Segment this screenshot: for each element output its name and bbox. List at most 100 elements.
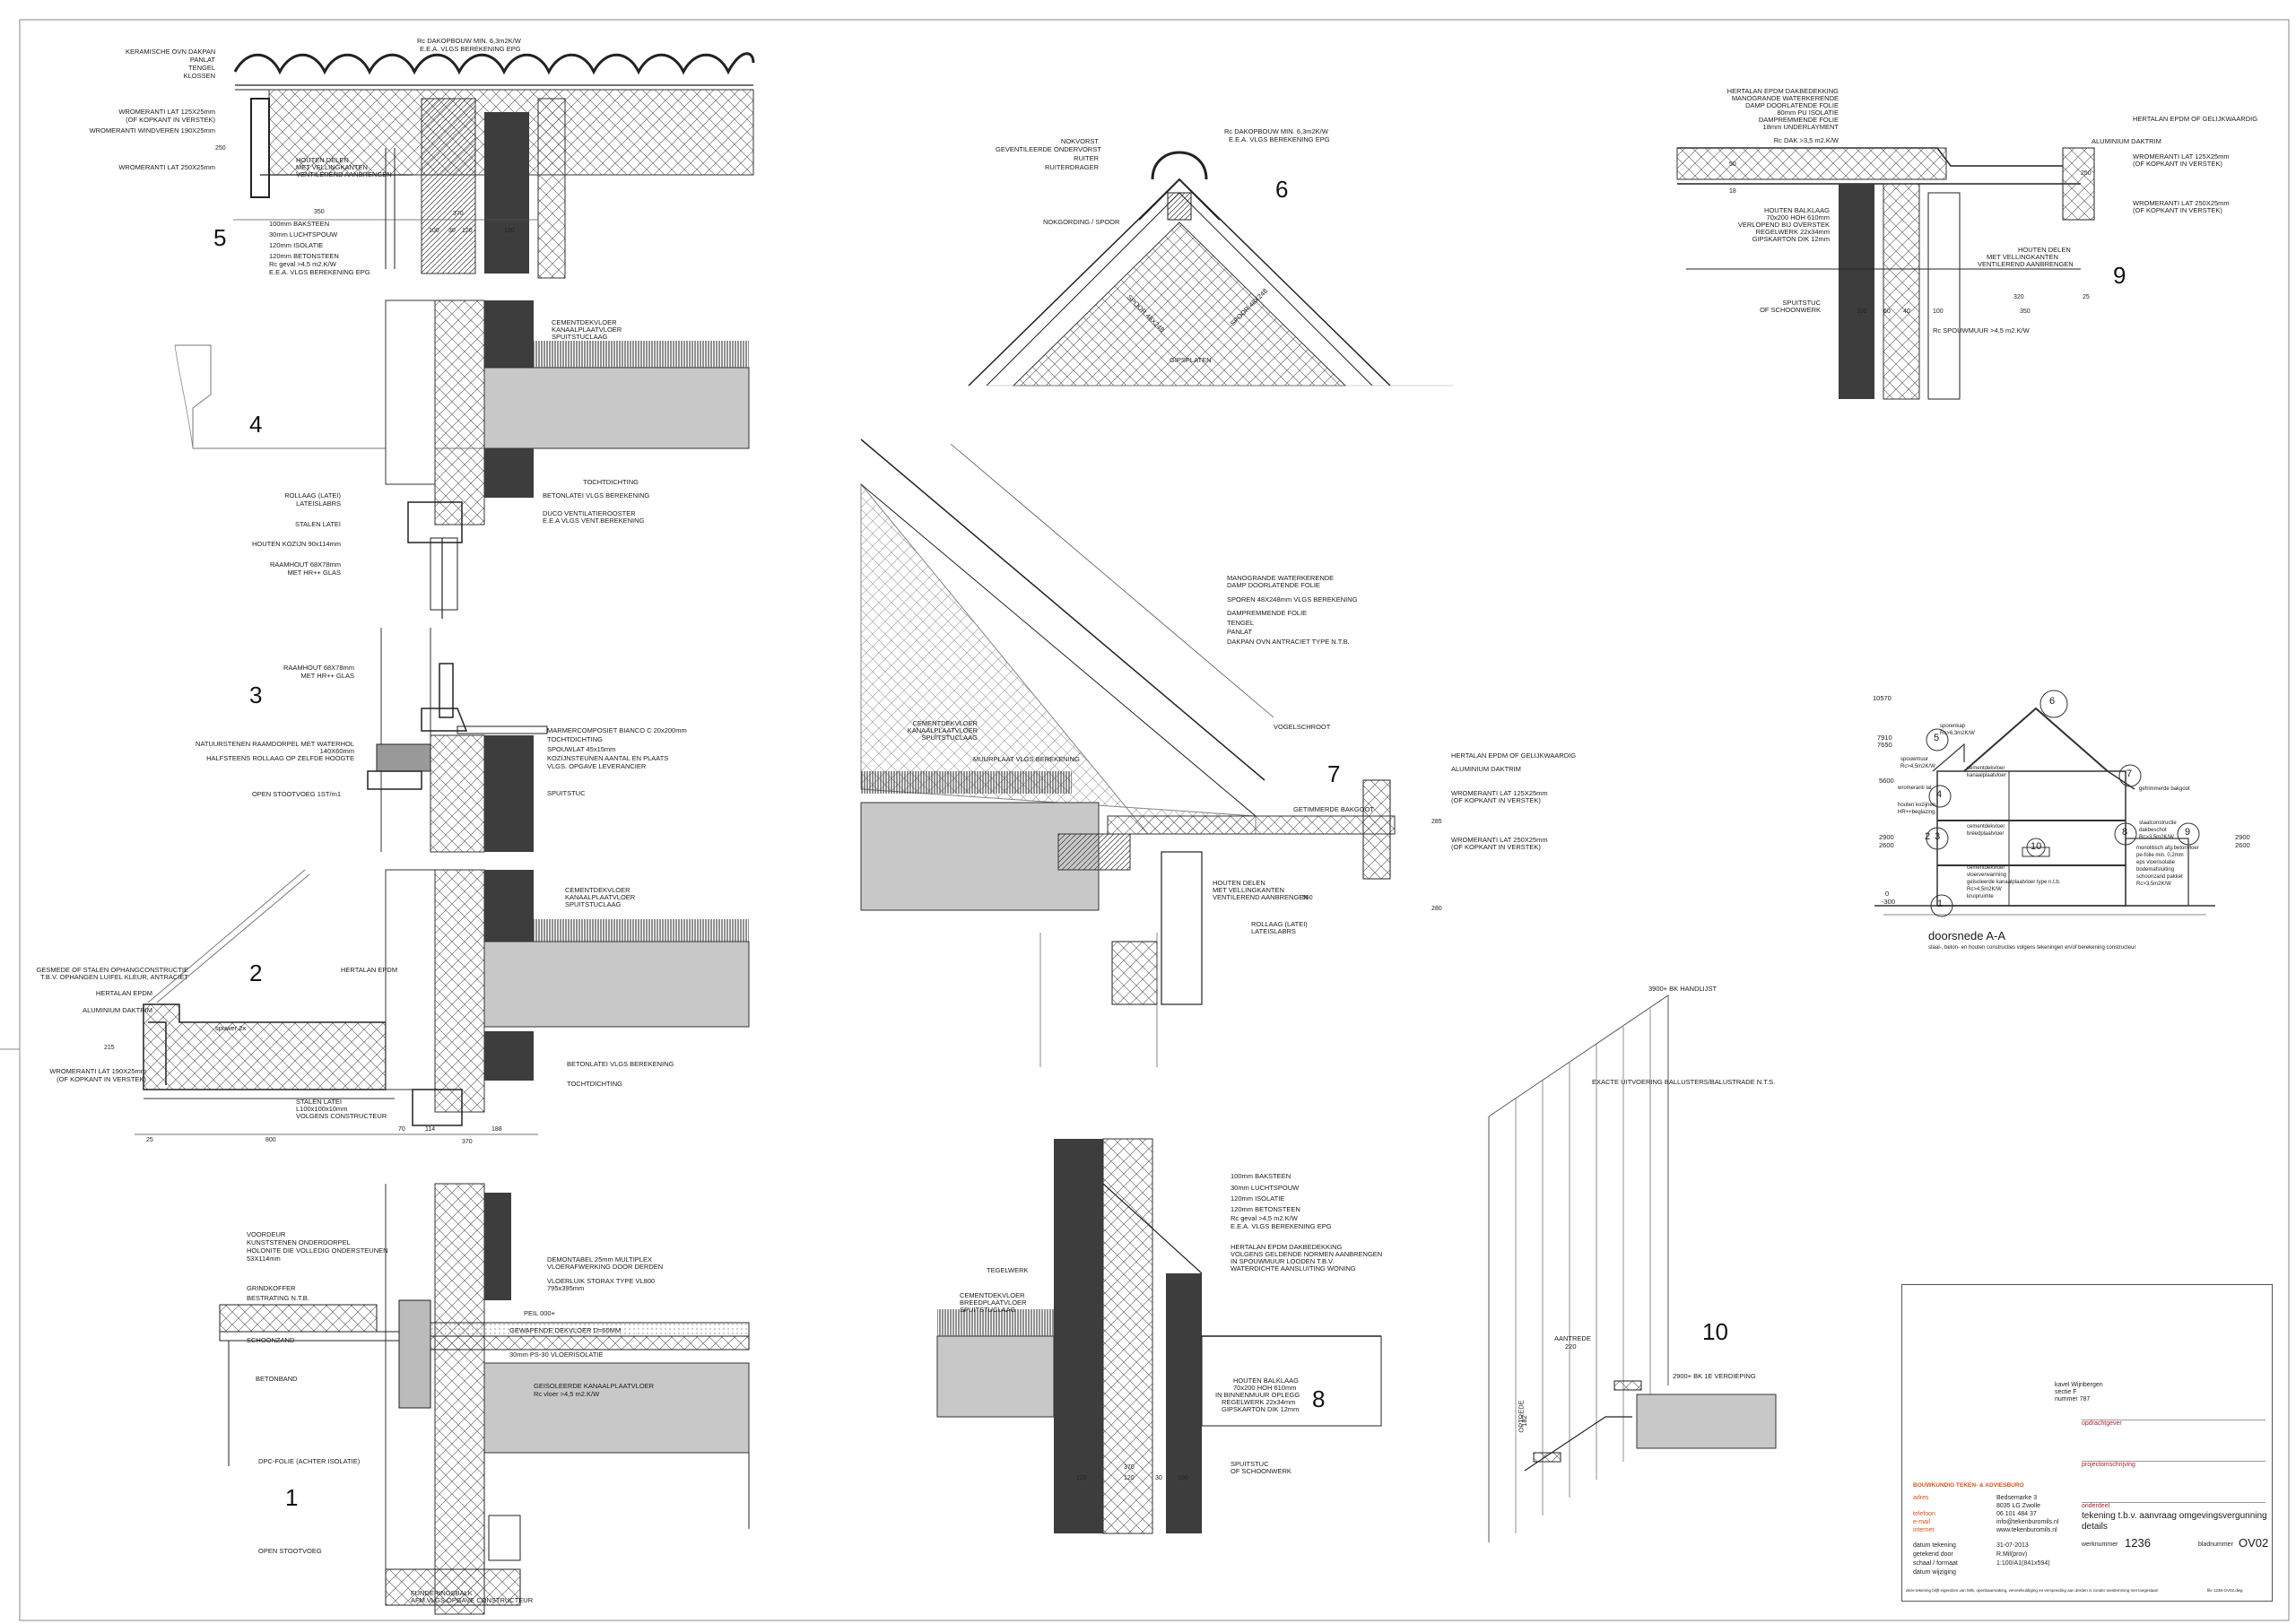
section-note-3: spouwmuur [1900,757,1929,762]
d9-houten-3: VENTILEREND AANBRENGEN [1978,260,2074,268]
contact-label-3: telefoon [1913,1511,1935,1517]
section-note-17: vloerverwarming [1967,873,2007,878]
d7-lbl-4: DAMPREMMENDE FOLIE [1227,609,1308,617]
d8-right-9: IN SPOUWMUUR LOODEN T.B.V. [1231,1257,1335,1265]
detail-5-drawing [233,52,755,279]
d5-wall-6: E.E.A. VLGS BEREKENING EPG [269,268,370,276]
section-marker-6: 6 [2049,696,2056,707]
d6-left-4: RUITERDRAGER [1044,163,1099,171]
d8-balk-1: HOUTEN BALKLAAG [1233,1376,1299,1385]
d9-dim-100a: 100 [1857,308,1867,315]
section-marker-4: 4 [1936,789,1943,800]
d2-left-5: WROMERANTI LAT 190X25mm [49,1067,146,1075]
d8-spuit-2: OF SCHOONWERK [1231,1467,1292,1475]
contact-value-3: 06 101 484 37 [1996,1511,2037,1517]
d1-left-1: VOORDEUR [247,1230,286,1238]
d5-wall-3: 120mm ISOLATIE [269,241,324,249]
info-label-4: datum wijziging [1913,1569,1956,1576]
d1-right-10: FUNDERINGSBALK [411,1589,473,1597]
d9-dim-25: 25 [2083,294,2090,300]
d5-wiro-4: WROMERANTI LAT 250X25mm [118,163,215,171]
detail-number-6: 6 [1275,176,1289,203]
info-label-1: datum tekening [1913,1542,1956,1549]
info-label-2: getekend door [1913,1551,1953,1558]
d5-wiro-2: (OF KOPKANT IN VERSTEK) [126,116,215,124]
d9-rc: Rc DAK >3,5 m2.K/W [1773,136,1839,144]
d5-dim-250: 250 [215,145,226,152]
d1-left-9: DPC-FOLIE (ACHTER ISOLATIE) [258,1457,361,1465]
d10-aantrede: AANTREDE [1554,1334,1591,1342]
section-level-6: 2600 [1879,841,1894,849]
d5-wiro-3: WROMERANTI WINDVEREN 190X25mm [89,126,215,135]
section-note-1: sporenkap [1940,724,1966,729]
detail-number-1: 1 [285,1484,299,1511]
d5-top-1: Rc DAKOPBOUW MIN. 6,3m2K/W [417,37,521,45]
section-note-25: pe-folie min. 0,2mm [2136,853,2184,858]
section-note-15: Rc>3,5m2K/W [2139,835,2174,840]
d10-aantrede-val: 220 [1565,1342,1577,1350]
d2-right-5: BETONLATEI VLGS BEREKENING [567,1060,674,1068]
d7-dim-285: 285 [1431,819,1442,825]
d3-right-1: MARMERCOMPOSIET BIANCO C 20x200mm [547,726,687,734]
d8-spuit-1: SPUITSTUC [1231,1460,1269,1468]
d7-lbl-6: PANLAT [1227,628,1253,636]
field-projectomschrijving: projectomschrijving [2082,1461,2266,1468]
detail-number-7: 7 [1327,760,1341,787]
section-note-10: HR++beglazing [1898,810,1935,815]
d7-right-3: GETIMMERDE BAKGOOT [1293,805,1375,813]
d9-right-2: ALUMINIUM DAKTRIM [2092,137,2161,145]
d3-left-3: NATUURSTENEN RAAMDORPEL MET WATERHOL [196,740,354,748]
d1-right-2: VLOERAFWERKING DOOR DERDEN [547,1263,664,1271]
d6-left-1: NOKVORST [1060,137,1099,145]
d3-left-2: MET HR++ GLAS [300,672,354,680]
section-note-19: Rc>4,5m2K/W [1967,887,2002,892]
section-note-9: houten kozijnen [1898,803,1936,808]
d9-dim-18: 18 [1729,188,1736,195]
section-note-23: schoonzand pakket [2136,874,2183,880]
d8-left-3: BREEDPLAATVLOER [960,1298,1027,1307]
d5-houten-1: HOUTEN DELEN [296,156,349,164]
d10-vloer: 2900+ BK 1E VERDIEPING [1673,1372,1756,1380]
d7-lbl-7: DAKPAN OVN ANTRACIET TYPE N.T.B. [1227,638,1350,646]
section-marker-10: 10 [2031,841,2042,852]
kavel-1: kavel Wijnbergen [2055,1382,2103,1388]
d7-bottom-4: ROLLAAG (LATEI) [1251,920,1308,928]
d4-left-3: STALEN LATEI [295,520,341,528]
d5-houten-2: MET VELLINGKANTEN [296,163,368,171]
d8-right-6: E.E.A. VLGS BEREKENING EPG [1231,1222,1332,1230]
d1-right-7: 30mm PS-30 VLOERISOLATIE [509,1350,604,1359]
contact-label-4: e-mail [1913,1519,1931,1525]
d4-left-6: MET HR++ GLAS [287,569,341,577]
d7-bottom-3: VENTILEREND AANBRENGEN [1213,893,1309,901]
section-note-16: cementdekvloer [1967,865,2005,871]
d3-right-4: KOZIJNSTEUNEN AANTAL EN PLAATS [547,754,669,762]
section-subtitle: staal-, beton- en houten constructies vo… [1928,945,2136,951]
section-note-5: wromeranti lat [1898,786,1932,791]
section-marker-8: 8 [2122,827,2128,838]
section-marker-2: 2 [1925,831,1931,842]
d4-right-2: KANAALPLAATVLOER [552,326,622,334]
d1-right-1: DEMONTABEL 25mm MULTIPLEX [547,1255,652,1264]
d7-left-4: MUURPLAAT VLGS BEREKENING [973,755,1080,763]
d10-optrede-val: 182 [1519,1415,1528,1427]
d9-right-6: (OF KOPKANT IN VERSTEK) [2133,206,2222,214]
d2-left-4: ALUMINIUM DAKTRIM [83,1006,152,1014]
d5-wall-2: 30mm LUCHTSPOUW [269,230,338,239]
section-note-18: geisoleerde kanaalplaatvloer type n.t.b. [1967,880,2061,885]
bladnummer: OV02 [2239,1536,2269,1550]
d9-houten-2: MET VELLINGKANTEN [1987,253,2058,261]
section-note-20: kruipruimte [1967,894,1994,899]
d7-lbl-5: TENGEL [1227,619,1255,627]
d7-dim-550: 550 [1302,895,1313,901]
detail-number-9: 9 [2113,262,2126,289]
d2-dim-800: 800 [265,1137,276,1143]
d9-top-4: 80mm PU ISOLATIE [1777,109,1839,117]
d4-mid-4: E.E.A VLGS VENT.BEREKENING [543,517,645,525]
d9-right-5: WROMERANTI LAT 250X25mm [2133,199,2230,207]
d1-left-5: GRINDKOFFER [247,1284,296,1292]
d5-wall-1: 100mm BAKSTEEN [269,220,330,228]
d2-right-4: HERTALAN EPDM [341,966,398,974]
d4-right-1: CEMENTDEKVLOER [552,318,617,326]
d2-dim-188: 188 [491,1126,502,1133]
d2-dim-114: 114 [425,1126,436,1133]
